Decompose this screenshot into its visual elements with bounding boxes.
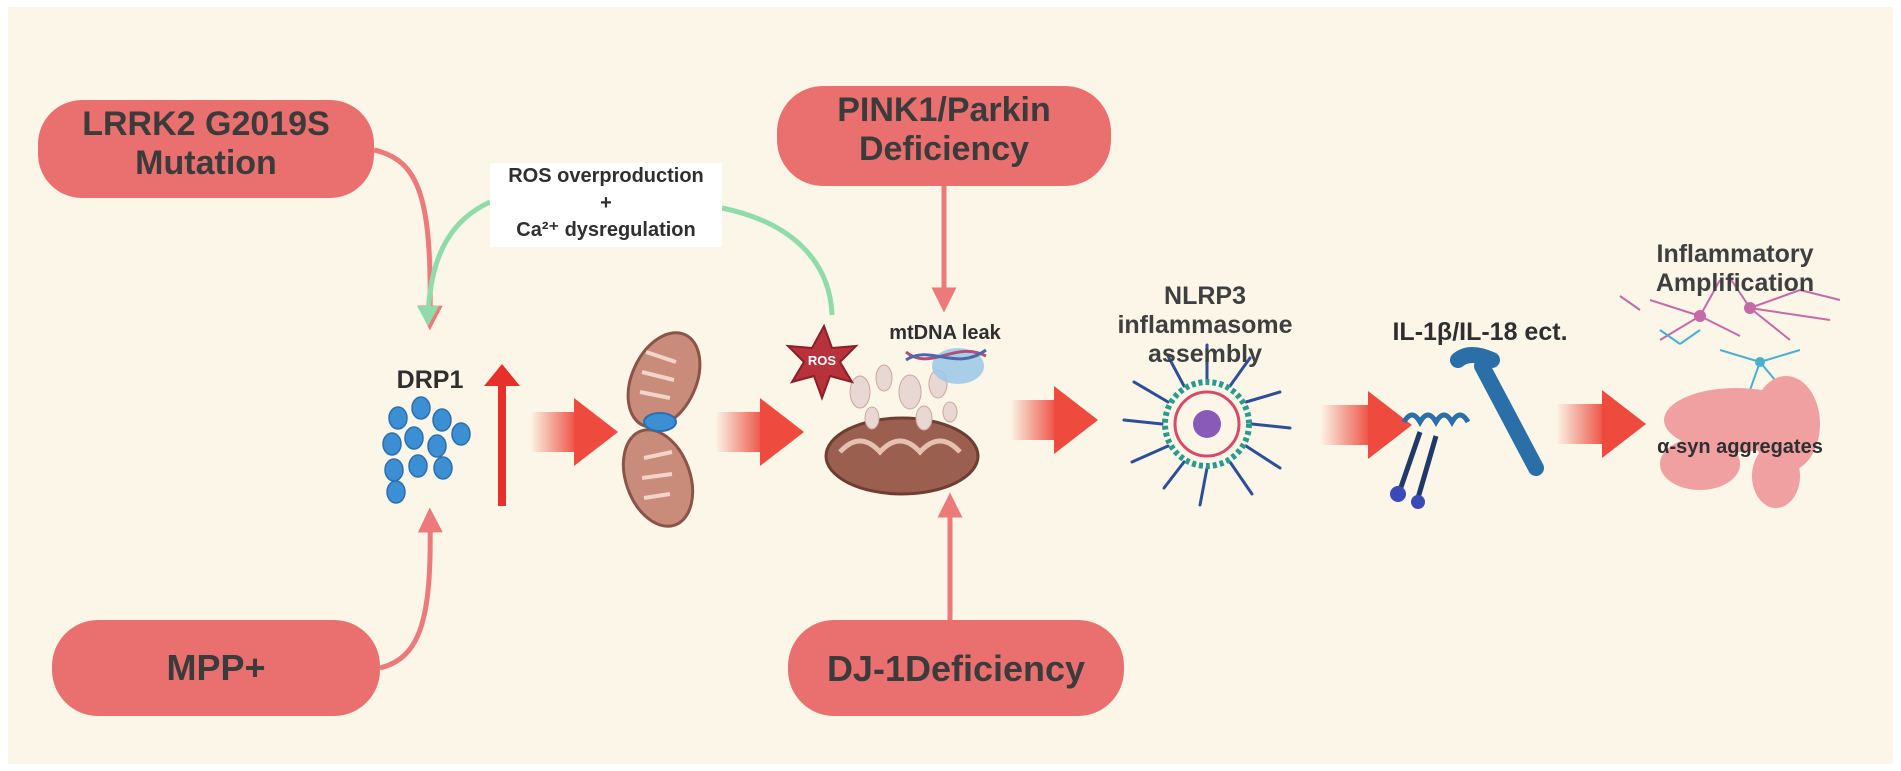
flow-arrow-1: [530, 398, 618, 466]
pink1-label: PINK1/Parkin Deficiency: [777, 91, 1111, 169]
mpp-pill: [52, 620, 380, 716]
lrrk2-label: LRRK2 G2019S Mutation: [38, 105, 374, 183]
feedback-line2: +: [600, 192, 612, 214]
microglia-icon: [1619, 277, 1841, 391]
upregulation-arrow-icon: [484, 364, 520, 506]
nlrp3-line1: NLRP3: [1164, 282, 1246, 310]
pink1-line1: PINK1/Parkin: [837, 91, 1051, 129]
pink1-pill: [777, 86, 1111, 186]
flow-arrow-4: [1320, 391, 1412, 459]
drp1-protein-icon: [382, 396, 471, 504]
inflammatory-line1: Inflammatory: [1656, 240, 1814, 268]
inflammatory-label: Inflammatory Amplification: [1620, 240, 1850, 298]
feedback-arrow: [425, 199, 835, 319]
il-label: IL-1β/IL-18 ect.: [1392, 318, 1568, 346]
cytokine-receptor-icon: [1390, 347, 1544, 509]
nlrp3-line3: assembly: [1148, 339, 1262, 368]
feedback-line1: ROS overproduction: [508, 165, 704, 187]
nlrp3-label: NLRP3 inflammasome assembly: [1090, 282, 1320, 368]
mtdna-label: mtDNA leak: [889, 322, 1001, 344]
feedback-line3: Ca²⁺ dysregulation: [516, 219, 696, 241]
lrrk2-line2: Mutation: [135, 144, 277, 183]
damaged-mitochondrion-icon: [824, 348, 987, 496]
nlrp3-line2: inflammasome: [1117, 310, 1293, 339]
asyn-label: α-syn aggregates: [1657, 436, 1823, 458]
drp1-label: DRP1: [396, 366, 464, 394]
inflammatory-line2: Amplification: [1655, 268, 1815, 297]
ros-burst-icon: [785, 323, 859, 401]
flow-arrow-3: [1010, 386, 1098, 454]
ros-label: ROS: [807, 353, 837, 368]
alpha-syn-aggregate-icon: [1660, 376, 1820, 508]
flow-arrow-2: [715, 398, 804, 466]
mpp-to-drp1-arrow: [379, 507, 443, 671]
inflammasome-icon: [1122, 343, 1292, 507]
dividing-mitochondrion-icon: [621, 331, 702, 528]
feedback-arrowhead-icon: [417, 306, 439, 326]
flow-arrow-5: [1556, 390, 1646, 458]
feedback-label: ROS overproduction + Ca²⁺ dysregulation: [490, 163, 722, 247]
pink1-line2: Deficiency: [858, 130, 1030, 169]
dj1-pill: [788, 620, 1124, 716]
lrrk2-pill: [38, 100, 374, 198]
mpp-label: MPP+: [166, 647, 266, 688]
dj1-label: DJ-1Deficiency: [826, 648, 1086, 689]
lrrk2-line1: LRRK2 G2019S: [82, 105, 330, 143]
lrrk2-to-drp1-arrow: [373, 147, 443, 331]
